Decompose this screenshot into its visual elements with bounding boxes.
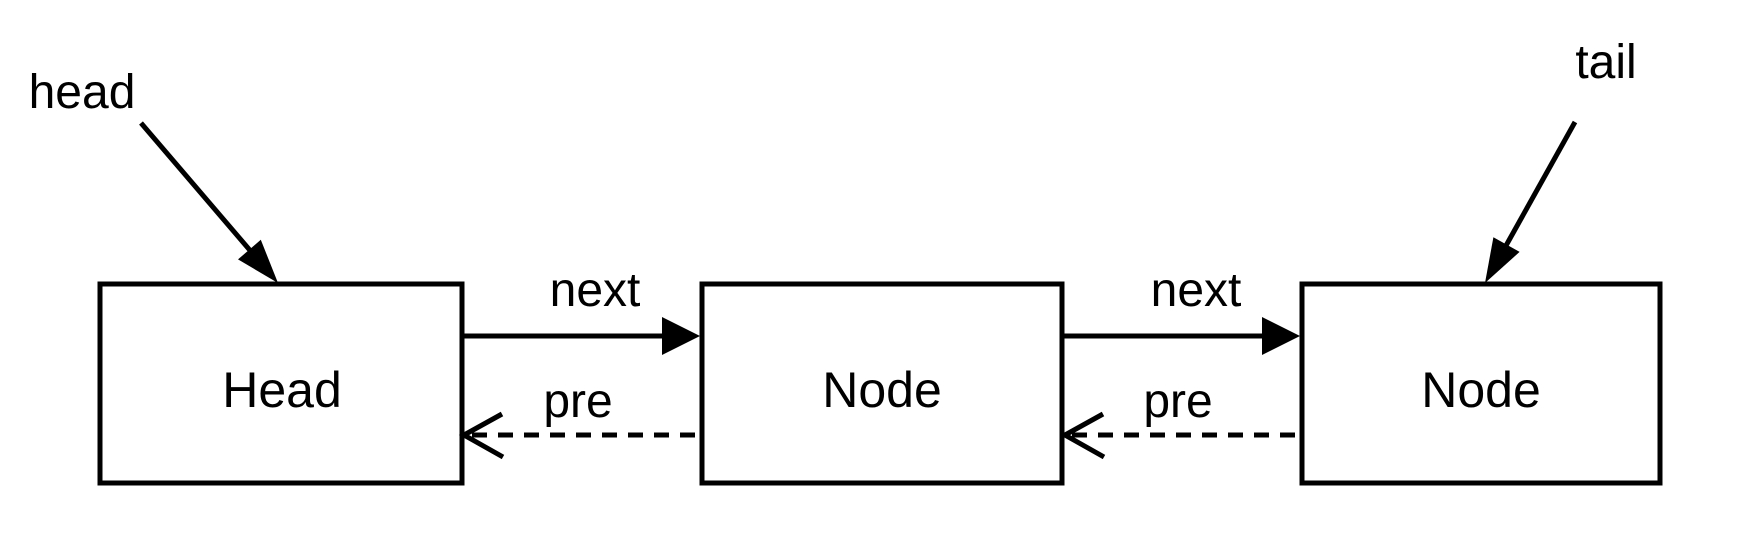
pre-edge-2-label: pre [1143, 375, 1212, 428]
next-edge-1-arrowhead-icon [662, 317, 700, 355]
pre-edge-1-label: pre [543, 375, 612, 428]
head-pointer-line [139, 121, 256, 257]
tail-pointer-arrowhead-icon [1485, 237, 1520, 283]
next-edge-2-label: next [1151, 264, 1242, 317]
tail-node-box [1299, 281, 1663, 486]
tail-pointer-label: tail [1575, 36, 1636, 89]
tail-pointer-line [1500, 120, 1578, 253]
pre-edge-2-arrowhead-icon [1059, 411, 1106, 460]
middle-node-label: Node [822, 362, 942, 418]
middle-node-box [699, 281, 1065, 486]
tail-node-label: Node [1421, 362, 1541, 418]
next-edge-1-label: next [550, 264, 641, 317]
next-edge-2-arrowhead-icon [1262, 317, 1300, 355]
head-node-label: Head [222, 362, 342, 418]
head-pointer-arrowhead-icon [238, 239, 278, 283]
head-pointer-label: head [29, 66, 136, 119]
pre-edge-1-arrowhead-icon [458, 411, 505, 460]
head-node-box [97, 281, 465, 486]
